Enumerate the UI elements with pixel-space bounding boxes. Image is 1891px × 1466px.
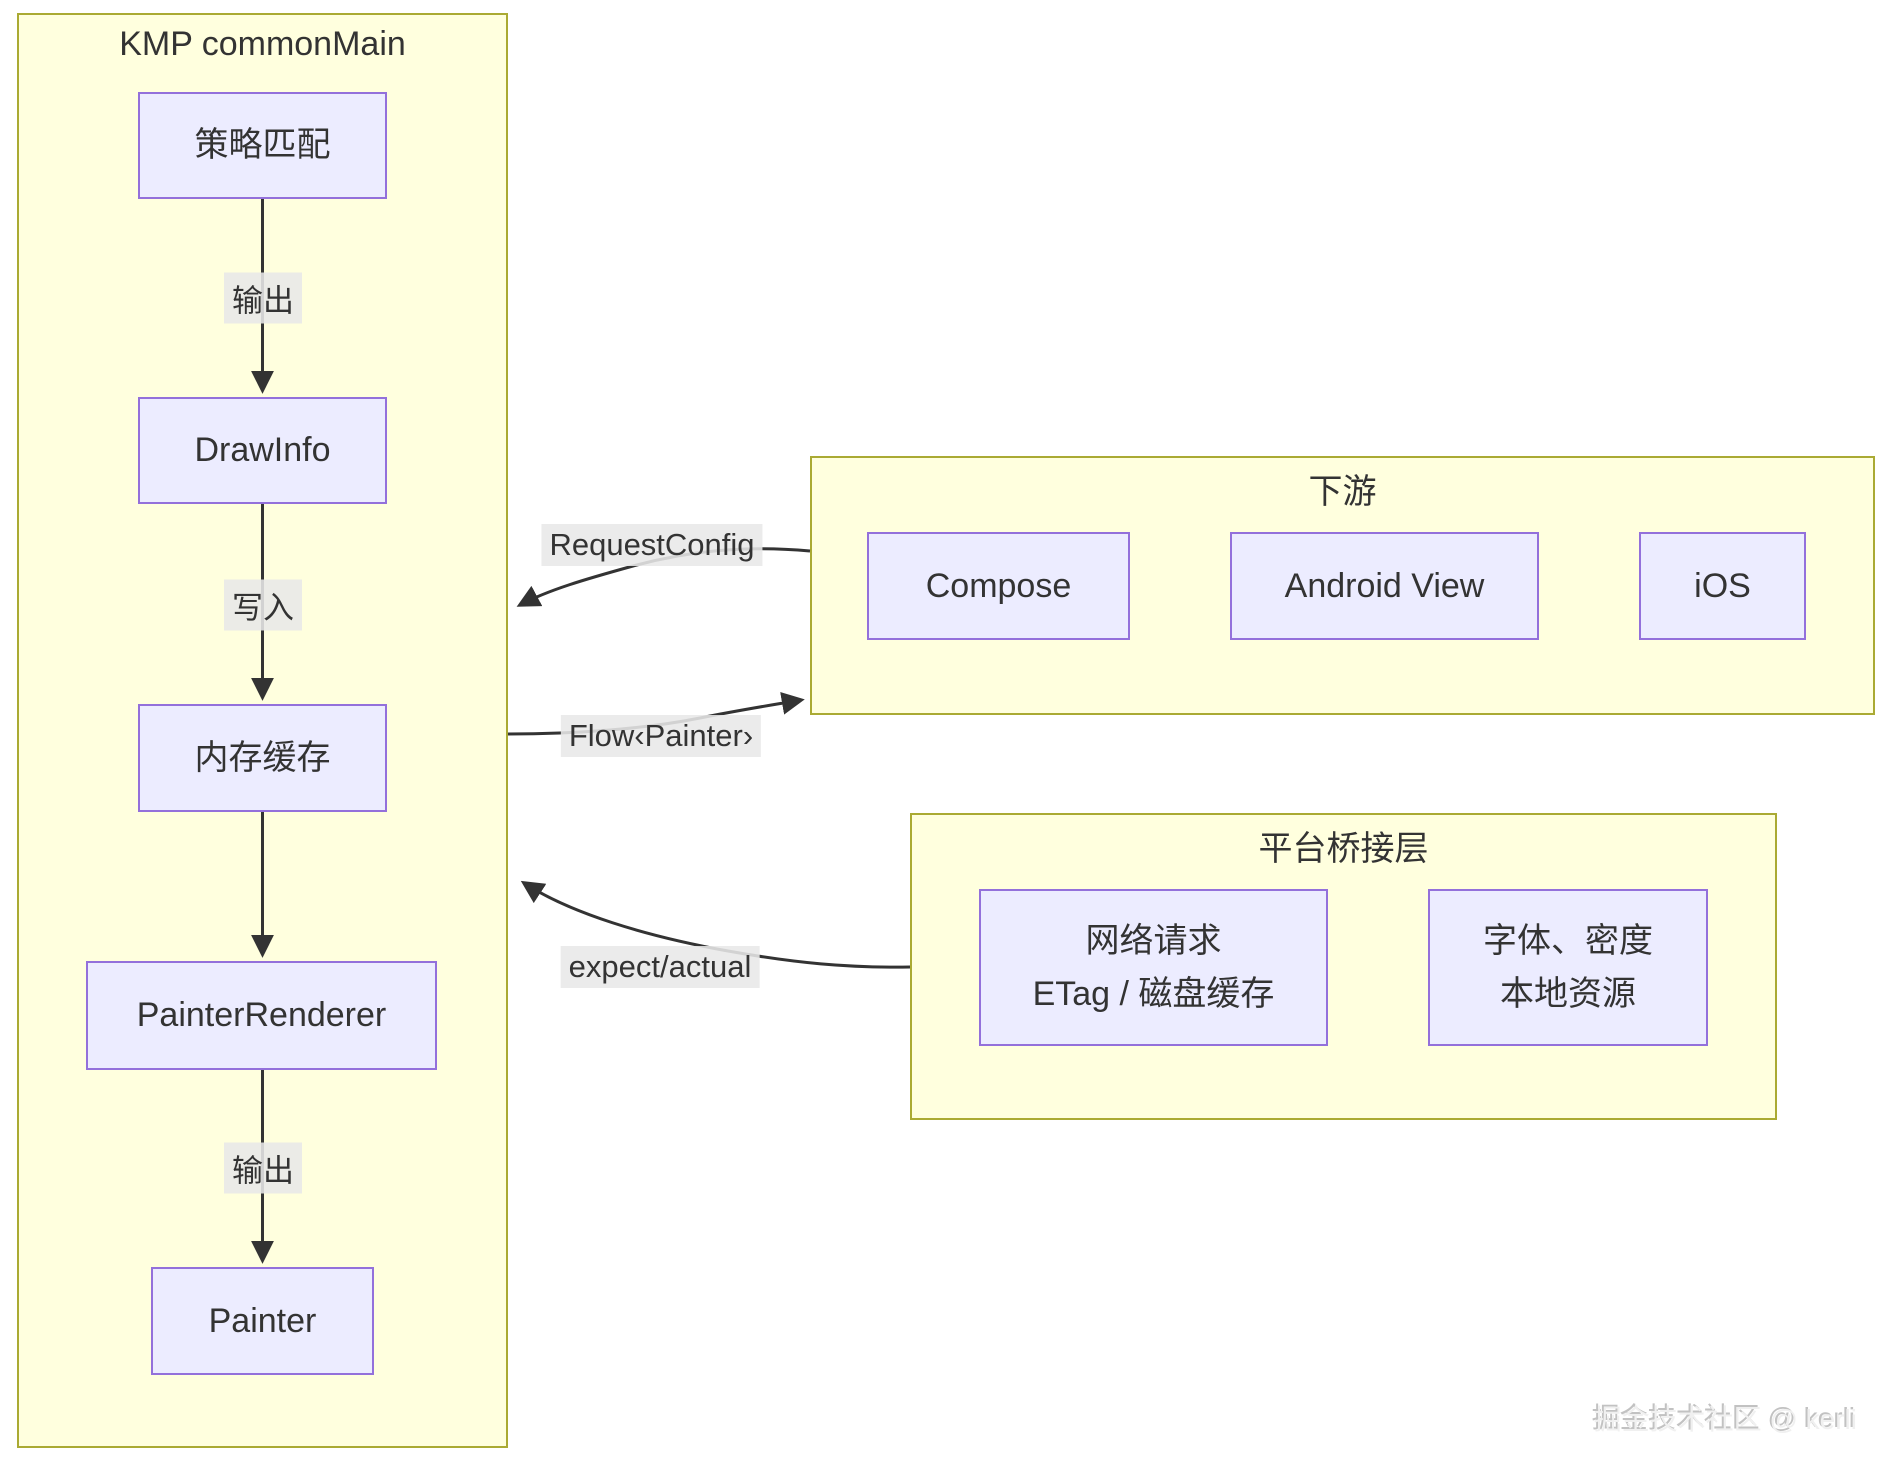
- node-painter: Painter: [151, 1267, 374, 1375]
- node-fonts-line1: 字体、密度: [1483, 921, 1653, 960]
- node-fonts-line2: 本地资源: [1500, 974, 1636, 1013]
- node-ios: iOS: [1639, 532, 1806, 640]
- edge-label-requestconfig: RequestConfig: [541, 524, 763, 566]
- edge-label-write: 写入: [224, 579, 302, 631]
- cluster-downstream-title: 下游: [1308, 473, 1377, 511]
- node-network-line2: ETag / 磁盘缓存: [1032, 974, 1275, 1013]
- node-network-line1: 网络请求: [1085, 921, 1222, 960]
- watermark: 掘金技术社区 @ kerli: [1593, 1404, 1857, 1435]
- edge-label-output-1: 输出: [224, 272, 302, 324]
- node-network-request-cache: 网络请求 ETag / 磁盘缓存: [979, 889, 1328, 1046]
- node-font-density-resources: 字体、密度 本地资源: [1428, 889, 1708, 1046]
- edge-label-flow-painter: Flow‹Painter›: [560, 715, 762, 757]
- node-android-view: Android View: [1230, 532, 1539, 640]
- node-painter-renderer: PainterRenderer: [86, 961, 437, 1070]
- cluster-kmp-title: KMP commonMain: [119, 25, 406, 63]
- node-drawinfo: DrawInfo: [138, 397, 387, 504]
- node-memory-cache: 内存缓存: [138, 704, 387, 812]
- cluster-platform-bridge-title: 平台桥接层: [1258, 830, 1429, 868]
- edge-label-output-2: 输出: [224, 1142, 302, 1194]
- edge-label-expect-actual: expect/actual: [560, 946, 760, 988]
- node-compose: Compose: [867, 532, 1130, 640]
- node-strategy-match: 策略匹配: [138, 92, 387, 199]
